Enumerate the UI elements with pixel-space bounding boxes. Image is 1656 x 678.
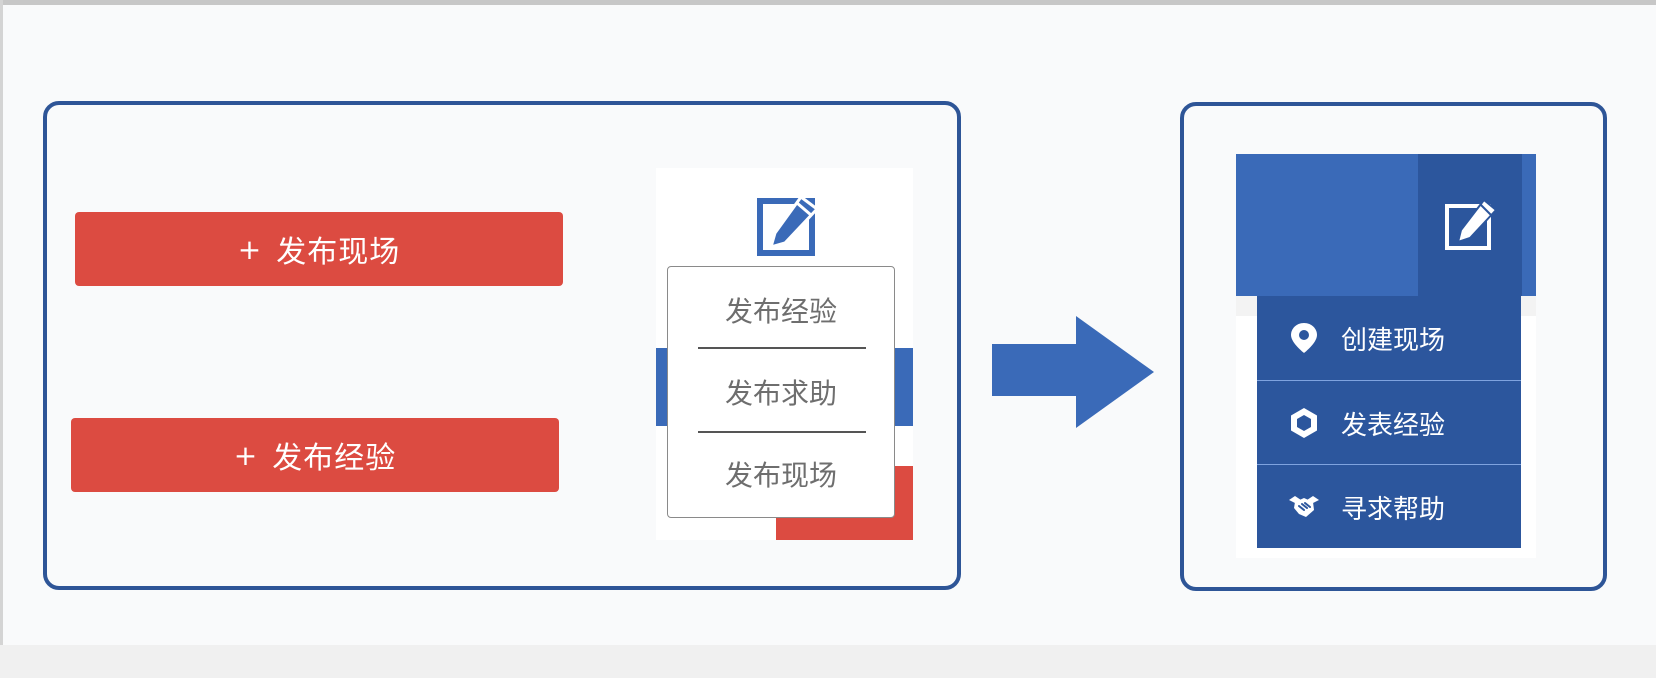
publish-experience-button[interactable]: + 发布经验 — [71, 418, 559, 492]
side-menu-separator — [1257, 464, 1521, 465]
popup-item-publish-scene[interactable]: 发布现场 — [724, 459, 837, 492]
plus-icon: + — [233, 438, 259, 472]
publish-popup-menu: 发布经验 发布求助 发布现场 — [667, 266, 895, 518]
side-menu-widget: 创建现场 发表经验 寻求帮助 — [1236, 154, 1536, 558]
side-menu-separator — [1257, 380, 1521, 381]
popup-item-publish-help[interactable]: 发布求助 — [724, 377, 837, 410]
edit-icon[interactable] — [755, 193, 821, 259]
side-item-label: 创建现场 — [1341, 325, 1446, 356]
bottom-band — [0, 645, 1656, 678]
right-arrow-icon — [992, 316, 1154, 428]
side-item-label: 发表经验 — [1341, 410, 1446, 441]
publish-scene-label: 发布现场 — [276, 235, 401, 270]
side-item-label: 寻求帮助 — [1341, 494, 1446, 525]
side-item-post-experience[interactable]: 发表经验 — [1257, 381, 1521, 465]
top-border — [0, 0, 1656, 5]
popup-item-publish-experience[interactable]: 发布经验 — [724, 295, 837, 328]
side-item-seek-help[interactable]: 寻求帮助 — [1257, 465, 1521, 549]
left-border — [0, 0, 3, 678]
side-menu-list: 创建现场 发表经验 寻求帮助 — [1257, 296, 1521, 548]
plus-icon: + — [237, 232, 263, 266]
location-pin-icon — [1291, 323, 1317, 353]
edit-toggle-button[interactable] — [1418, 154, 1522, 296]
hexagon-icon — [1291, 408, 1317, 438]
popup-divider — [698, 347, 866, 349]
publish-experience-label: 发布经验 — [272, 441, 397, 476]
handshake-icon — [1289, 496, 1319, 517]
edit-icon — [1445, 199, 1497, 250]
publish-scene-button[interactable]: + 发布现场 — [75, 212, 563, 286]
popup-divider — [698, 431, 866, 433]
side-item-create-scene[interactable]: 创建现场 — [1257, 296, 1521, 380]
